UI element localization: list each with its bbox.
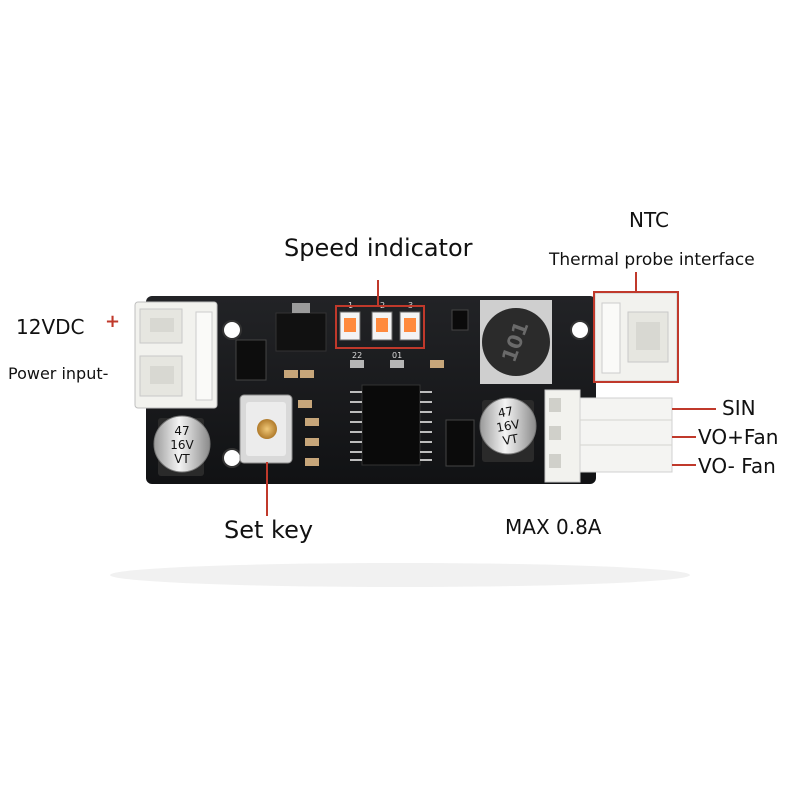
resistor-code: 01 [392, 351, 402, 360]
diode [235, 339, 267, 381]
positive-sign: + [105, 311, 121, 332]
power-connector [134, 301, 218, 409]
max-current-label: MAX 0.8A [505, 515, 602, 539]
vo-plus-label: VO+Fan [698, 425, 779, 449]
cap-label: 47 [174, 424, 189, 438]
board-reflection [110, 563, 690, 587]
resistor-code: 22 [352, 351, 362, 360]
set-key-label: Set key [224, 516, 314, 544]
voltage-regulator [275, 303, 327, 352]
mosfet [445, 419, 475, 467]
cap-label: 16V [495, 417, 521, 435]
mounting-hole [222, 320, 242, 340]
cap-label: VT [174, 452, 190, 466]
ntc-label: NTC [629, 208, 669, 232]
mounting-hole [570, 320, 590, 340]
power-input-label: Power input- [8, 364, 109, 383]
smd-components: 22 01 [284, 309, 469, 466]
right-capacitor: 47 16V VT [479, 397, 537, 462]
vo-minus-label: VO- Fan [698, 454, 776, 478]
left-capacitor: 47 16V VT [153, 415, 211, 476]
thermal-probe-label: Thermal probe interface [549, 250, 755, 270]
speed-indicator-callout [335, 305, 425, 349]
ntc-connector [594, 292, 678, 382]
speed-indicator-label: Speed indicator [284, 234, 473, 262]
fan-connector [544, 389, 673, 483]
cap-label: 47 [497, 404, 514, 420]
controller-ic [350, 384, 432, 466]
vdc-label: 12VDC [16, 315, 85, 339]
mounting-hole [222, 448, 242, 468]
speed-leds: 1 2 3 [339, 301, 421, 341]
cap-label: 16V [170, 438, 194, 452]
cap-label: VT [502, 431, 520, 448]
sin-label: SIN [722, 396, 756, 420]
set-key-switch [239, 394, 293, 464]
inductor: 101 [480, 300, 552, 384]
